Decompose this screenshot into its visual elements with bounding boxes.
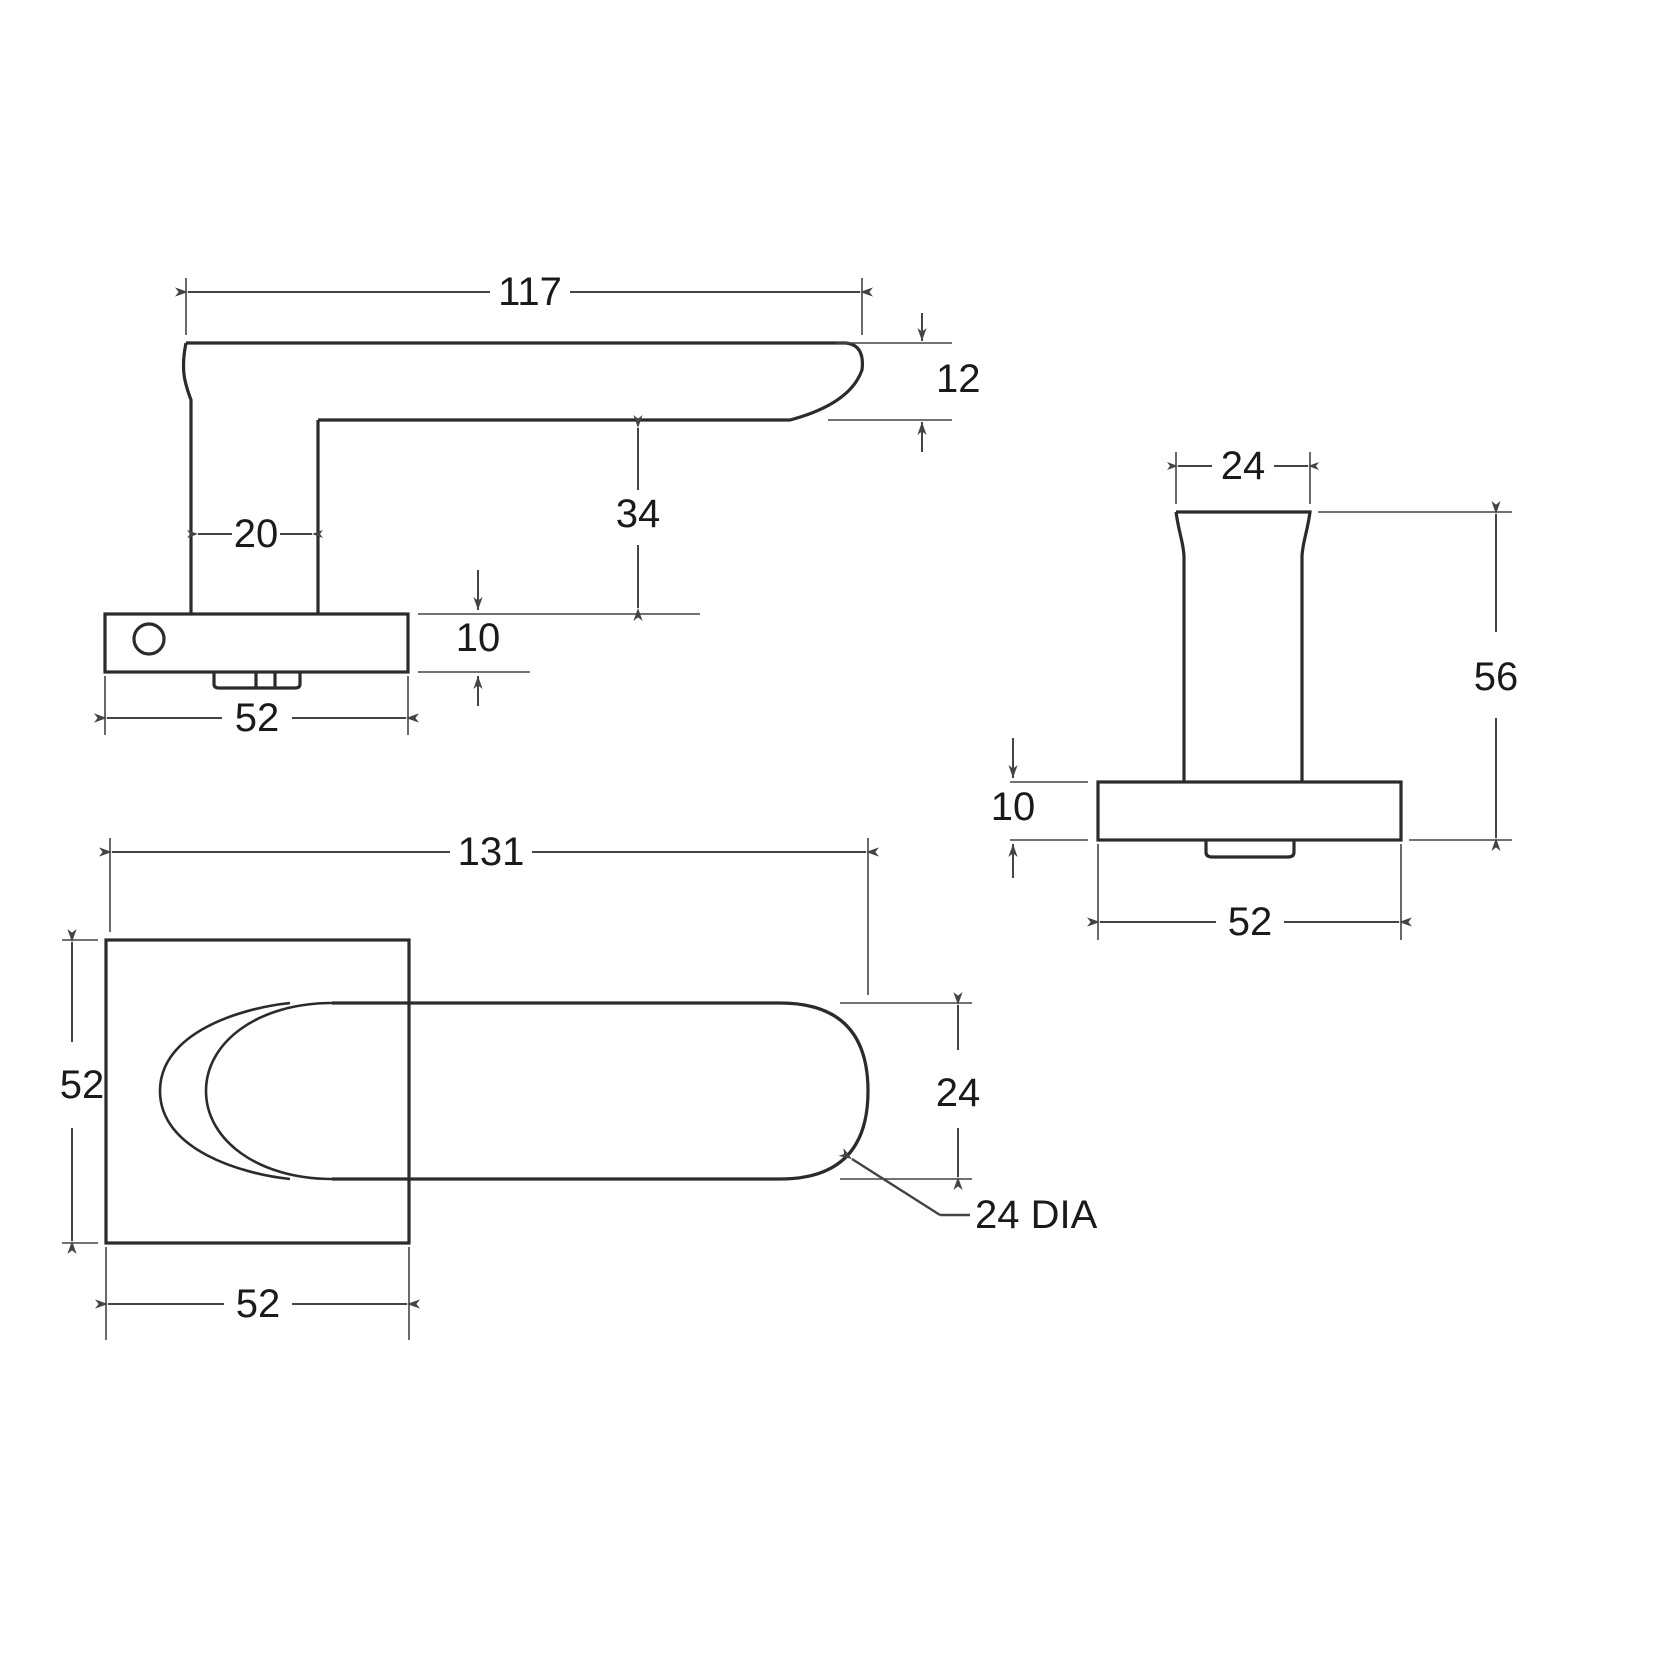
view-plan: 131 52 52 24 24 DIA [60,830,1098,1340]
lever-bar-plan [332,1001,870,1181]
lever-neck-flare-outer [204,1001,333,1181]
view-end-elevation: 24 56 10 52 [991,444,1519,944]
dim-label-20: 20 [234,512,279,556]
square-rose-plan [104,938,411,1245]
dim-label-24-dia-note: 24 DIA [975,1193,1098,1237]
dim-label-52-plan-vertical: 52 [60,1063,105,1107]
lever-neck-flare-inner [158,1001,291,1181]
stem-right-profile [1176,510,1312,782]
rose-plate-end [1096,780,1403,842]
dim-label-10-right: 10 [991,785,1036,829]
spindle-boss-end [1204,840,1296,859]
lever-top-profile [186,341,865,422]
dim-label-24-top: 24 [1221,444,1266,488]
dim-label-34: 34 [616,492,661,536]
dim-label-10-side: 10 [456,616,501,660]
grub-screw-hole [132,622,166,656]
dim-label-24-plan: 24 [936,1071,981,1115]
stem-left-profile [1174,511,1186,782]
dim-label-12: 12 [936,357,981,401]
lever-rear-profile [181,342,193,614]
dim-label-117: 117 [498,270,562,314]
dim-label-52-plan-horizontal: 52 [236,1282,281,1326]
dim-label-131: 131 [458,830,525,874]
view-side-elevation: 117 12 20 34 10 52 [94,270,981,740]
dim-label-52-right: 52 [1228,900,1273,944]
dim-label-56: 56 [1474,655,1519,699]
leader-line-24-dia [838,1148,941,1217]
dim-label-52-side: 52 [235,696,280,740]
